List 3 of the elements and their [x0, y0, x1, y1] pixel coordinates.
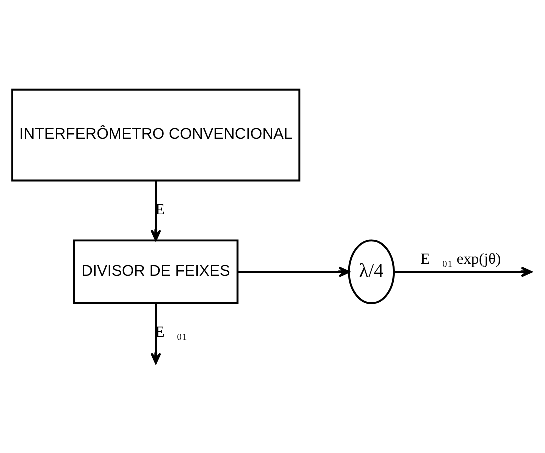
edge-label: E⃗₀₁ exp(jθ) [420, 250, 502, 268]
edge-label: E⃗₀₁ [155, 324, 188, 341]
edge-label: E⃗ [155, 200, 177, 218]
